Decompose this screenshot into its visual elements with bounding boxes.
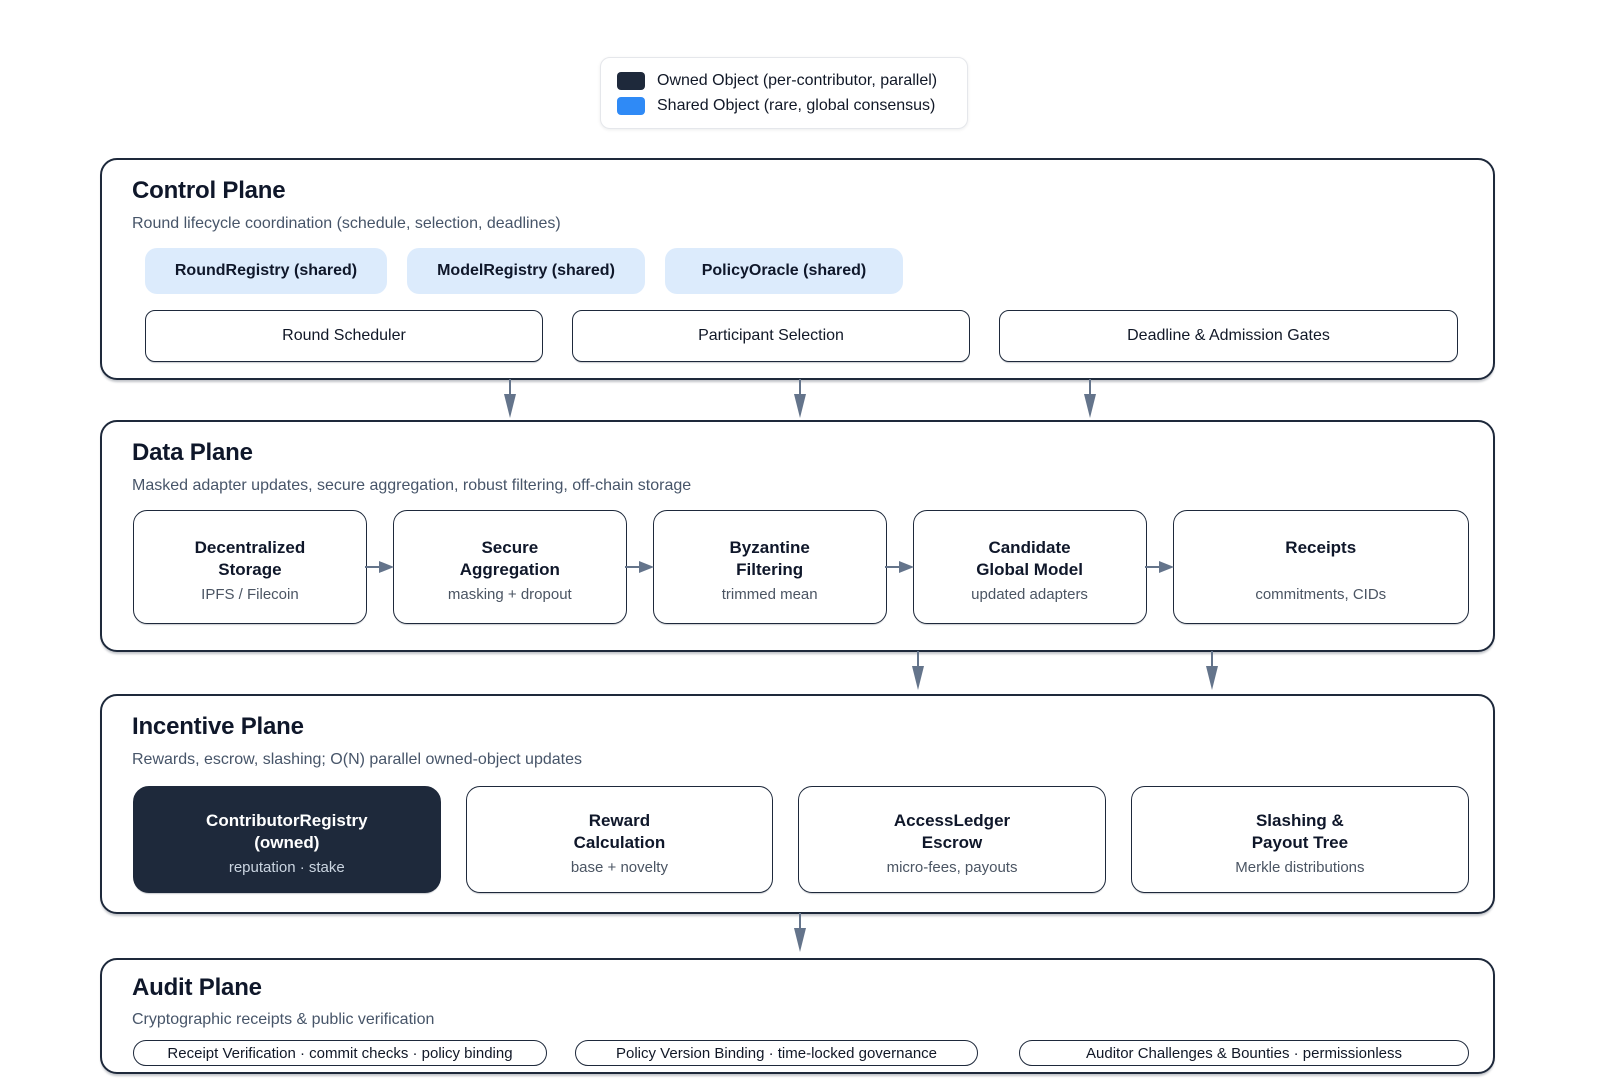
data-pipeline: Decentralized Storage IPFS / Filecoin Se… xyxy=(133,510,1469,624)
node-contributor-registry-owned: ContributorRegistry (owned) reputation ·… xyxy=(133,786,441,893)
node-note: base + novelty xyxy=(570,859,668,876)
node-byzantine-filtering: Byzantine Filtering trimmed mean xyxy=(652,510,887,624)
node-title: Decentralized Storage xyxy=(194,538,306,579)
node-slashing-payout-tree: Slashing & Payout Tree Merkle distributi… xyxy=(1130,786,1469,893)
node-receipts: Receipts commitments, CIDs xyxy=(1172,510,1469,624)
right-arrow-icon xyxy=(884,558,915,576)
node-note: reputation · stake xyxy=(228,859,345,876)
legend-label: Owned Object (per-contributor, parallel) xyxy=(657,71,938,89)
incentive-plane-subtitle: Rewards, escrow, slashing; O(N) parallel… xyxy=(132,751,582,768)
node-note: commitments, CIDs xyxy=(1255,586,1387,603)
node-title: AccessLedger Escrow xyxy=(893,811,1011,852)
control-plane: Control Plane Round lifecycle coordinati… xyxy=(100,158,1495,380)
shared-object-roundregistry: RoundRegistry (shared) xyxy=(145,248,387,294)
legend-item-owned: Owned Object (per-contributor, parallel) xyxy=(617,71,951,90)
control-plane-subtitle: Round lifecycle coordination (schedule, … xyxy=(132,215,561,232)
control-plane-title: Control Plane xyxy=(132,177,286,204)
node-note: IPFS / Filecoin xyxy=(201,586,299,603)
node-note: Merkle distributions xyxy=(1235,859,1365,876)
audit-check-receipt-verification: Receipt Verification · commit checks · p… xyxy=(133,1040,547,1066)
legend-label: Shared Object (rare, global consensus) xyxy=(657,96,936,114)
down-arrow-icon xyxy=(1084,379,1096,418)
node-deadline-admission-gates: Deadline & Admission Gates xyxy=(999,310,1458,362)
right-arrow-icon xyxy=(364,558,395,576)
node-title: Receipts xyxy=(1285,538,1357,557)
audit-plane: Audit Plane Cryptographic receipts & pub… xyxy=(100,958,1495,1074)
right-arrow-icon xyxy=(1144,558,1175,576)
node-note: trimmed mean xyxy=(721,586,818,603)
legend: Owned Object (per-contributor, parallel)… xyxy=(600,57,968,129)
data-plane-subtitle: Masked adapter updates, secure aggregati… xyxy=(132,477,692,494)
shared-object-policyoracle: PolicyOracle (shared) xyxy=(665,248,903,294)
node-note: updated adapters xyxy=(971,586,1088,603)
node-title: ContributorRegistry (owned) xyxy=(206,811,368,852)
node-title: Secure Aggregation xyxy=(459,538,560,579)
node-accessledger-escrow: AccessLedger Escrow micro-fees, payouts xyxy=(798,786,1106,893)
data-plane: Data Plane Masked adapter updates, secur… xyxy=(100,420,1495,652)
shared-object-modelregistry: ModelRegistry (shared) xyxy=(407,248,645,294)
node-title: Reward Calculation xyxy=(573,811,666,852)
node-reward-calculation: Reward Calculation base + novelty xyxy=(465,786,774,893)
node-title: Slashing & Payout Tree xyxy=(1251,811,1349,852)
node-secure-aggregation: Secure Aggregation masking + dropout xyxy=(392,510,627,624)
node-title: Candidate Global Model xyxy=(976,538,1083,579)
node-candidate-global-model: Candidate Global Model updated adapters xyxy=(912,510,1147,624)
right-arrow-icon xyxy=(624,558,655,576)
down-arrow-icon xyxy=(912,651,924,690)
shared-object-swatch-icon xyxy=(617,96,645,115)
incentive-row: ContributorRegistry (owned) reputation ·… xyxy=(133,786,1469,893)
node-title: Byzantine Filtering xyxy=(729,538,810,579)
down-arrow-icon xyxy=(1206,651,1218,690)
node-note: micro-fees, payouts xyxy=(886,859,1018,876)
node-participant-selection: Participant Selection xyxy=(572,310,970,362)
node-note: masking + dropout xyxy=(447,586,572,603)
legend-item-shared: Shared Object (rare, global consensus) xyxy=(617,96,951,115)
incentive-plane: Incentive Plane Rewards, escrow, slashin… xyxy=(100,694,1495,914)
audit-check-auditor-challenges: Auditor Challenges & Bounties · permissi… xyxy=(1019,1040,1469,1066)
down-arrow-icon xyxy=(794,379,806,418)
down-arrow-icon xyxy=(794,913,806,952)
owned-object-swatch-icon xyxy=(617,71,645,90)
node-round-scheduler: Round Scheduler xyxy=(145,310,543,362)
incentive-plane-title: Incentive Plane xyxy=(132,713,304,740)
audit-plane-subtitle: Cryptographic receipts & public verifica… xyxy=(132,1011,435,1028)
audit-plane-title: Audit Plane xyxy=(132,974,262,1001)
audit-check-policy-version-binding: Policy Version Binding · time-locked gov… xyxy=(575,1040,978,1066)
node-decentralized-storage: Decentralized Storage IPFS / Filecoin xyxy=(133,510,367,624)
down-arrow-icon xyxy=(504,379,516,418)
data-plane-title: Data Plane xyxy=(132,439,253,466)
